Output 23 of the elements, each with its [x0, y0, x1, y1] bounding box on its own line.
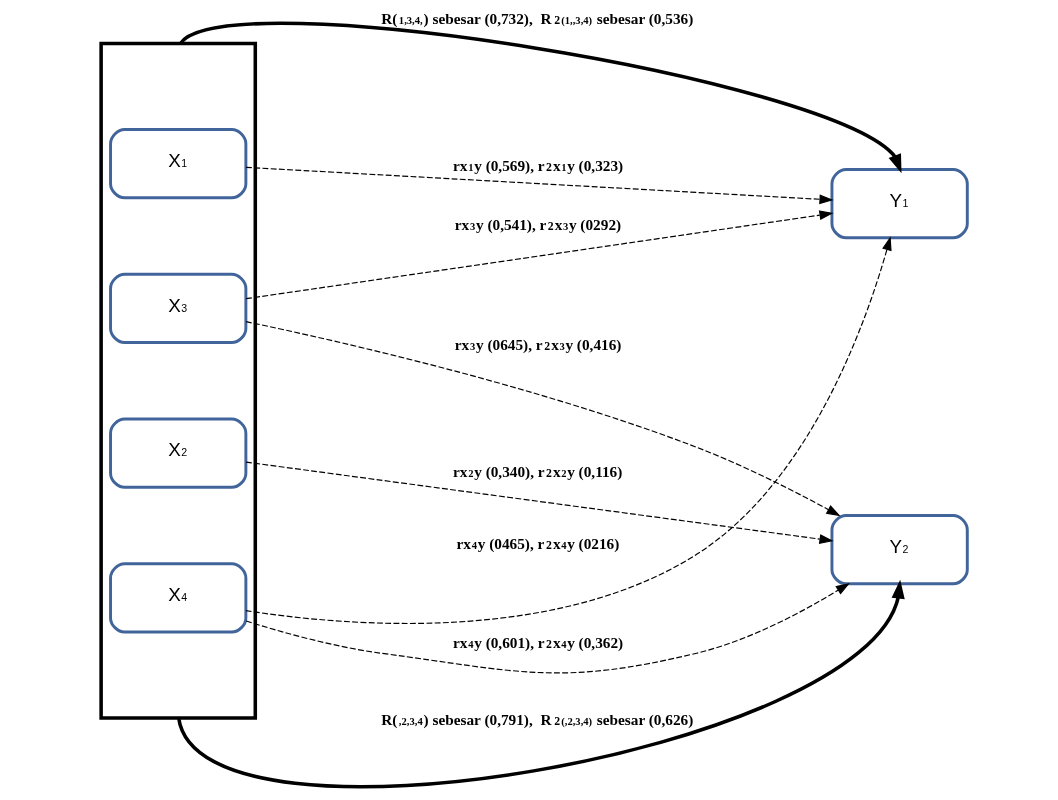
edge-label: rx3y (0645), r2x3y (0,416) [454, 336, 621, 354]
edge-label: rx3y (0,541), r2x3y (0292) [454, 216, 621, 234]
edge-label: rx1y (0,569), r2x1y (0,323) [452, 157, 623, 175]
arrow [244, 236, 892, 624]
edge-label: rx2y (0,340), r2x2y (0,116) [452, 463, 622, 481]
arrow [244, 461, 834, 544]
arrow [245, 321, 841, 517]
node-box: Y1 [830, 168, 969, 240]
edge-label: rx4y (0,601), r2x4y (0,362) [452, 633, 623, 651]
node-box: X2 [108, 417, 247, 489]
arrow [178, 21, 901, 174]
arrow [245, 582, 850, 674]
edge-label: rx4y (0465), r2x4y (0216) [456, 534, 619, 552]
edge-label: R(,2,3,4) sebesar (0,791), R2(,2,3,4) sebesar (0,626) [380, 711, 693, 729]
cluster [98, 41, 257, 720]
node-box: Y2 [830, 514, 969, 586]
arrow [244, 210, 834, 300]
arrow [176, 579, 905, 789]
node-box: X1 [108, 128, 247, 200]
node-box: X3 [108, 272, 247, 344]
node-box: X4 [108, 562, 247, 634]
arrow [244, 166, 834, 205]
edge-label: R(1,3,4,) sebesar (0,732), R2(1,,3,4) sebesar (0,536) [380, 10, 693, 28]
